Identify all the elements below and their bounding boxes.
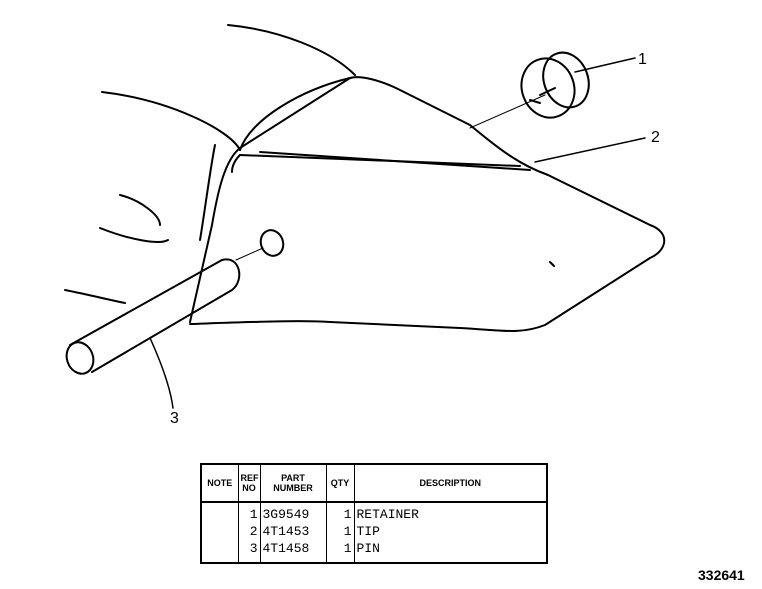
row-description: PIN (356, 541, 380, 556)
callout-3: 3 (170, 410, 179, 427)
row-description: TIP (356, 524, 380, 539)
drawing-number: 332641 (698, 567, 745, 583)
header-ref-no: REF NO (238, 465, 261, 503)
table-row: 3 4T1458 1 PIN (202, 541, 546, 558)
tip (189, 76, 666, 332)
callout-2: 2 (651, 129, 660, 146)
row-qty: 1 (326, 507, 355, 524)
retainer (520, 51, 590, 119)
pin (65, 229, 285, 375)
row-part-number: 3G9549 (260, 507, 327, 524)
parts-list-table: NOTE REF NO PART NUMBER QTY DESCRIPTION … (200, 463, 548, 564)
row-qty: 1 (326, 541, 355, 558)
row-description: RETAINER (356, 507, 419, 522)
table-row: 1 3G9549 1 RETAINER (202, 507, 546, 524)
header-qty: QTY (326, 465, 355, 503)
callout-1: 1 (638, 51, 647, 68)
header-note: NOTE (202, 465, 239, 503)
row-ref: 3 (238, 541, 261, 558)
header-description: DESCRIPTION (354, 465, 546, 503)
adapter-outline (64, 24, 356, 304)
table-row: 2 4T1453 1 TIP (202, 524, 546, 541)
row-ref: 2 (238, 524, 261, 541)
row-ref: 1 (238, 507, 261, 524)
exploded-parts-diagram (64, 24, 666, 409)
header-part-number: PART NUMBER (260, 465, 327, 503)
row-part-number: 4T1458 (260, 541, 327, 558)
row-part-number: 4T1453 (260, 524, 327, 541)
retainer-centerline (469, 94, 546, 129)
leader-lines (149, 57, 646, 409)
row-qty: 1 (326, 524, 355, 541)
table-header-row: NOTE REF NO PART NUMBER QTY DESCRIPTION (202, 465, 546, 503)
